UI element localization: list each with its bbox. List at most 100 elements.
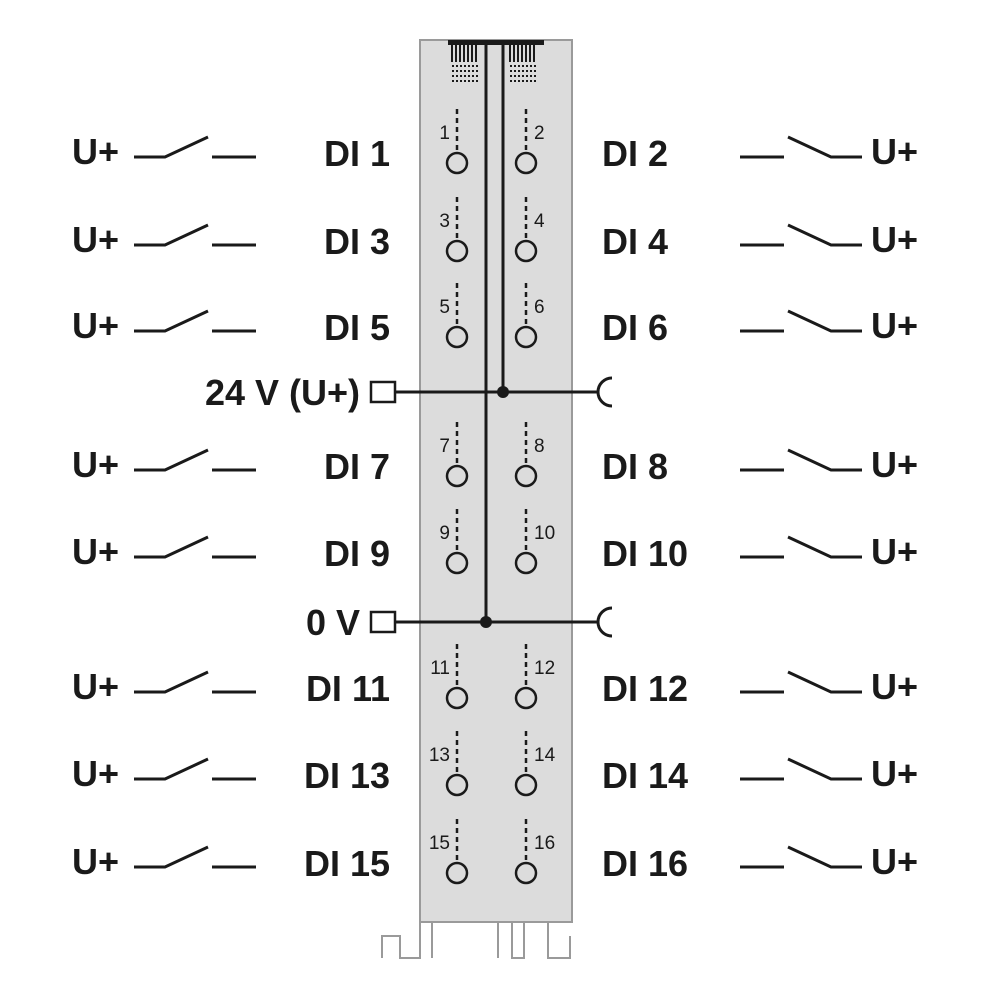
bus-0v-junction bbox=[480, 616, 492, 628]
channel-3: 3DI 3U+ bbox=[72, 197, 469, 263]
channel-label: DI 9 bbox=[324, 533, 390, 574]
terminal-number: 9 bbox=[439, 523, 450, 544]
supply-label: U+ bbox=[72, 219, 119, 260]
switch-contact bbox=[740, 670, 862, 694]
supply-label: U+ bbox=[72, 841, 119, 882]
terminal-circle bbox=[445, 239, 469, 263]
channel-label: DI 2 bbox=[602, 133, 668, 174]
terminal-number: 6 bbox=[534, 297, 545, 318]
channel-10: 10 DI 10 U+ bbox=[514, 509, 918, 575]
switch-contact bbox=[740, 535, 862, 559]
supply-label: U+ bbox=[871, 531, 918, 572]
channel-5: 5DI 5U+ bbox=[72, 283, 469, 349]
channel-label: DI 4 bbox=[602, 221, 668, 262]
terminal-circle bbox=[514, 325, 538, 349]
switch-contact bbox=[740, 135, 862, 159]
supply-label: U+ bbox=[871, 305, 918, 346]
switch-contact bbox=[134, 309, 256, 333]
terminal-number: 8 bbox=[534, 436, 545, 457]
terminal-circle bbox=[445, 861, 469, 885]
switch-contact bbox=[134, 757, 256, 781]
channel-label: DI 13 bbox=[304, 755, 390, 796]
channel-label: DI 5 bbox=[324, 307, 390, 348]
channel-8: 8 DI 8 U+ bbox=[514, 422, 918, 488]
bus-0v-label: 0 V bbox=[306, 602, 360, 643]
switch-contact bbox=[740, 757, 862, 781]
switch-contact bbox=[740, 448, 862, 472]
terminal-circle bbox=[445, 325, 469, 349]
terminal-number: 2 bbox=[534, 123, 545, 144]
bus-0v-socket bbox=[596, 606, 613, 638]
terminal-number: 12 bbox=[534, 658, 555, 679]
supply-label: U+ bbox=[72, 666, 119, 707]
supply-label: U+ bbox=[72, 305, 119, 346]
switch-contact bbox=[740, 845, 862, 869]
channel-label: DI 12 bbox=[602, 668, 688, 709]
switch-contact bbox=[134, 535, 256, 559]
switch-contact bbox=[740, 309, 862, 333]
switch-contact bbox=[134, 670, 256, 694]
terminal-circle bbox=[445, 464, 469, 488]
terminal-circle bbox=[445, 773, 469, 797]
supply-label: U+ bbox=[72, 531, 119, 572]
switch-contact bbox=[134, 223, 256, 247]
channel-9: 9 DI 9 U+ bbox=[72, 509, 469, 575]
bus-24v-label: 24 V (U+) bbox=[205, 372, 360, 413]
supply-label: U+ bbox=[72, 131, 119, 172]
channel-label: DI 11 bbox=[306, 668, 390, 709]
terminal-number: 10 bbox=[534, 523, 555, 544]
terminal-number: 15 bbox=[429, 833, 450, 854]
bus-24v-junction bbox=[497, 386, 509, 398]
terminal-circle bbox=[445, 551, 469, 575]
bus-24v: 24 V (U+) bbox=[205, 372, 613, 413]
channel-4: 4 DI 4 U+ bbox=[514, 197, 918, 263]
channel-14: 14 DI 14 U+ bbox=[514, 731, 918, 797]
channel-label: DI 8 bbox=[602, 446, 668, 487]
channel-6: 6 DI 6 U+ bbox=[514, 283, 918, 349]
channel-label: DI 15 bbox=[304, 843, 390, 884]
channel-15: 15 DI 15 U+ bbox=[72, 819, 469, 885]
terminal-circle bbox=[514, 239, 538, 263]
channel-label: DI 16 bbox=[602, 843, 688, 884]
supply-label: U+ bbox=[871, 841, 918, 882]
channel-label: DI 6 bbox=[602, 307, 668, 348]
channel-label: DI 14 bbox=[602, 755, 688, 796]
channel-11: 11 DI 11 U+ bbox=[72, 644, 469, 710]
supply-label: U+ bbox=[871, 219, 918, 260]
bus-24v-terminal bbox=[369, 380, 397, 404]
terminal-circle bbox=[445, 686, 469, 710]
switch-contact bbox=[134, 448, 256, 472]
supply-label: U+ bbox=[871, 753, 918, 794]
bus-0v: 0 V bbox=[306, 602, 613, 643]
connector-header bbox=[448, 40, 544, 82]
terminal-number: 1 bbox=[439, 123, 450, 144]
supply-label: U+ bbox=[72, 753, 119, 794]
bus-24v-socket bbox=[596, 376, 613, 408]
mounting-feet bbox=[381, 922, 571, 959]
bus-0v-terminal bbox=[369, 610, 397, 634]
terminal-number: 4 bbox=[534, 211, 545, 232]
terminal-circle bbox=[445, 151, 469, 175]
terminal-number: 13 bbox=[429, 745, 450, 766]
terminal-circle bbox=[514, 686, 538, 710]
terminal-number: 11 bbox=[430, 658, 450, 679]
channel-1: 1 DI 1 U+ bbox=[72, 109, 469, 175]
terminal-number: 7 bbox=[439, 436, 450, 457]
terminal-number: 3 bbox=[439, 211, 450, 232]
switch-contact bbox=[134, 135, 256, 159]
switch-contact bbox=[740, 223, 862, 247]
terminal-number: 14 bbox=[534, 745, 556, 766]
channel-7: 7 DI 7 U+ bbox=[72, 422, 469, 488]
terminal-circle bbox=[514, 861, 538, 885]
channel-label: DI 7 bbox=[324, 446, 390, 487]
channel-label: DI 1 bbox=[324, 133, 390, 174]
module-body bbox=[419, 39, 573, 923]
terminal-circle bbox=[514, 151, 538, 175]
supply-label: U+ bbox=[72, 444, 119, 485]
supply-label: U+ bbox=[871, 444, 918, 485]
channel-label: DI 10 bbox=[602, 533, 688, 574]
